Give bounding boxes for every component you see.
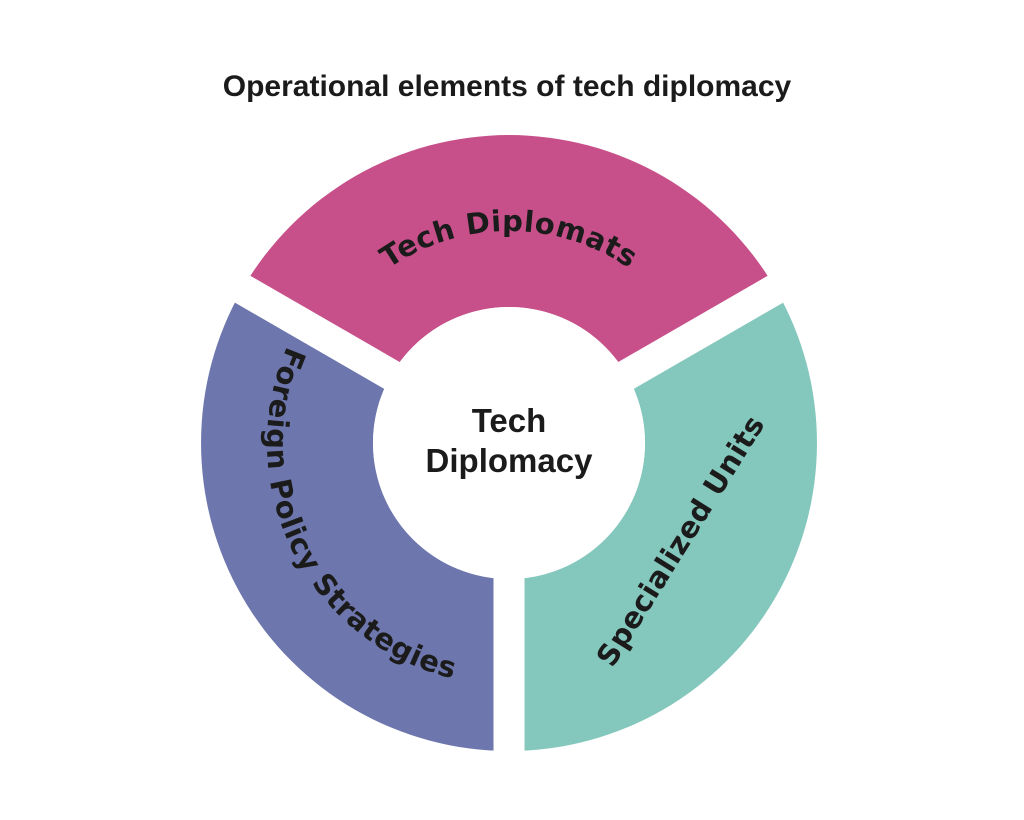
center-label-line1: Tech: [472, 402, 547, 439]
center-label-line2: Diplomacy: [426, 442, 594, 479]
segment-tech-diplomats: [242, 135, 776, 375]
donut-hole: [373, 307, 645, 579]
segment-foreign-policy-strategies: [201, 289, 509, 751]
segment-specialized-units: [509, 289, 817, 751]
diagram-title: Operational elements of tech diplomacy: [223, 70, 792, 103]
